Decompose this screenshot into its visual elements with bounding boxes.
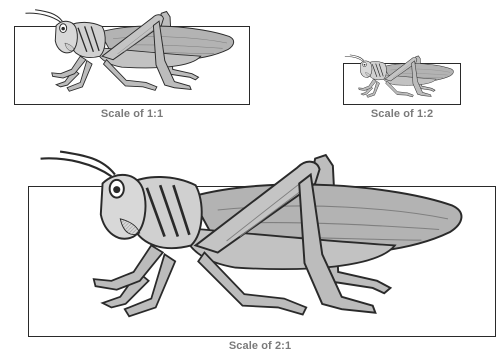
grasshopper-illustration bbox=[344, 54, 460, 102]
scale-caption: Scale of 1:1 bbox=[72, 108, 192, 120]
grasshopper-illustration bbox=[28, 148, 496, 334]
grasshopper-illustration bbox=[20, 8, 250, 100]
scale-caption: Scale of 1:2 bbox=[352, 108, 452, 120]
scale-caption: Scale of 2:1 bbox=[200, 340, 320, 352]
